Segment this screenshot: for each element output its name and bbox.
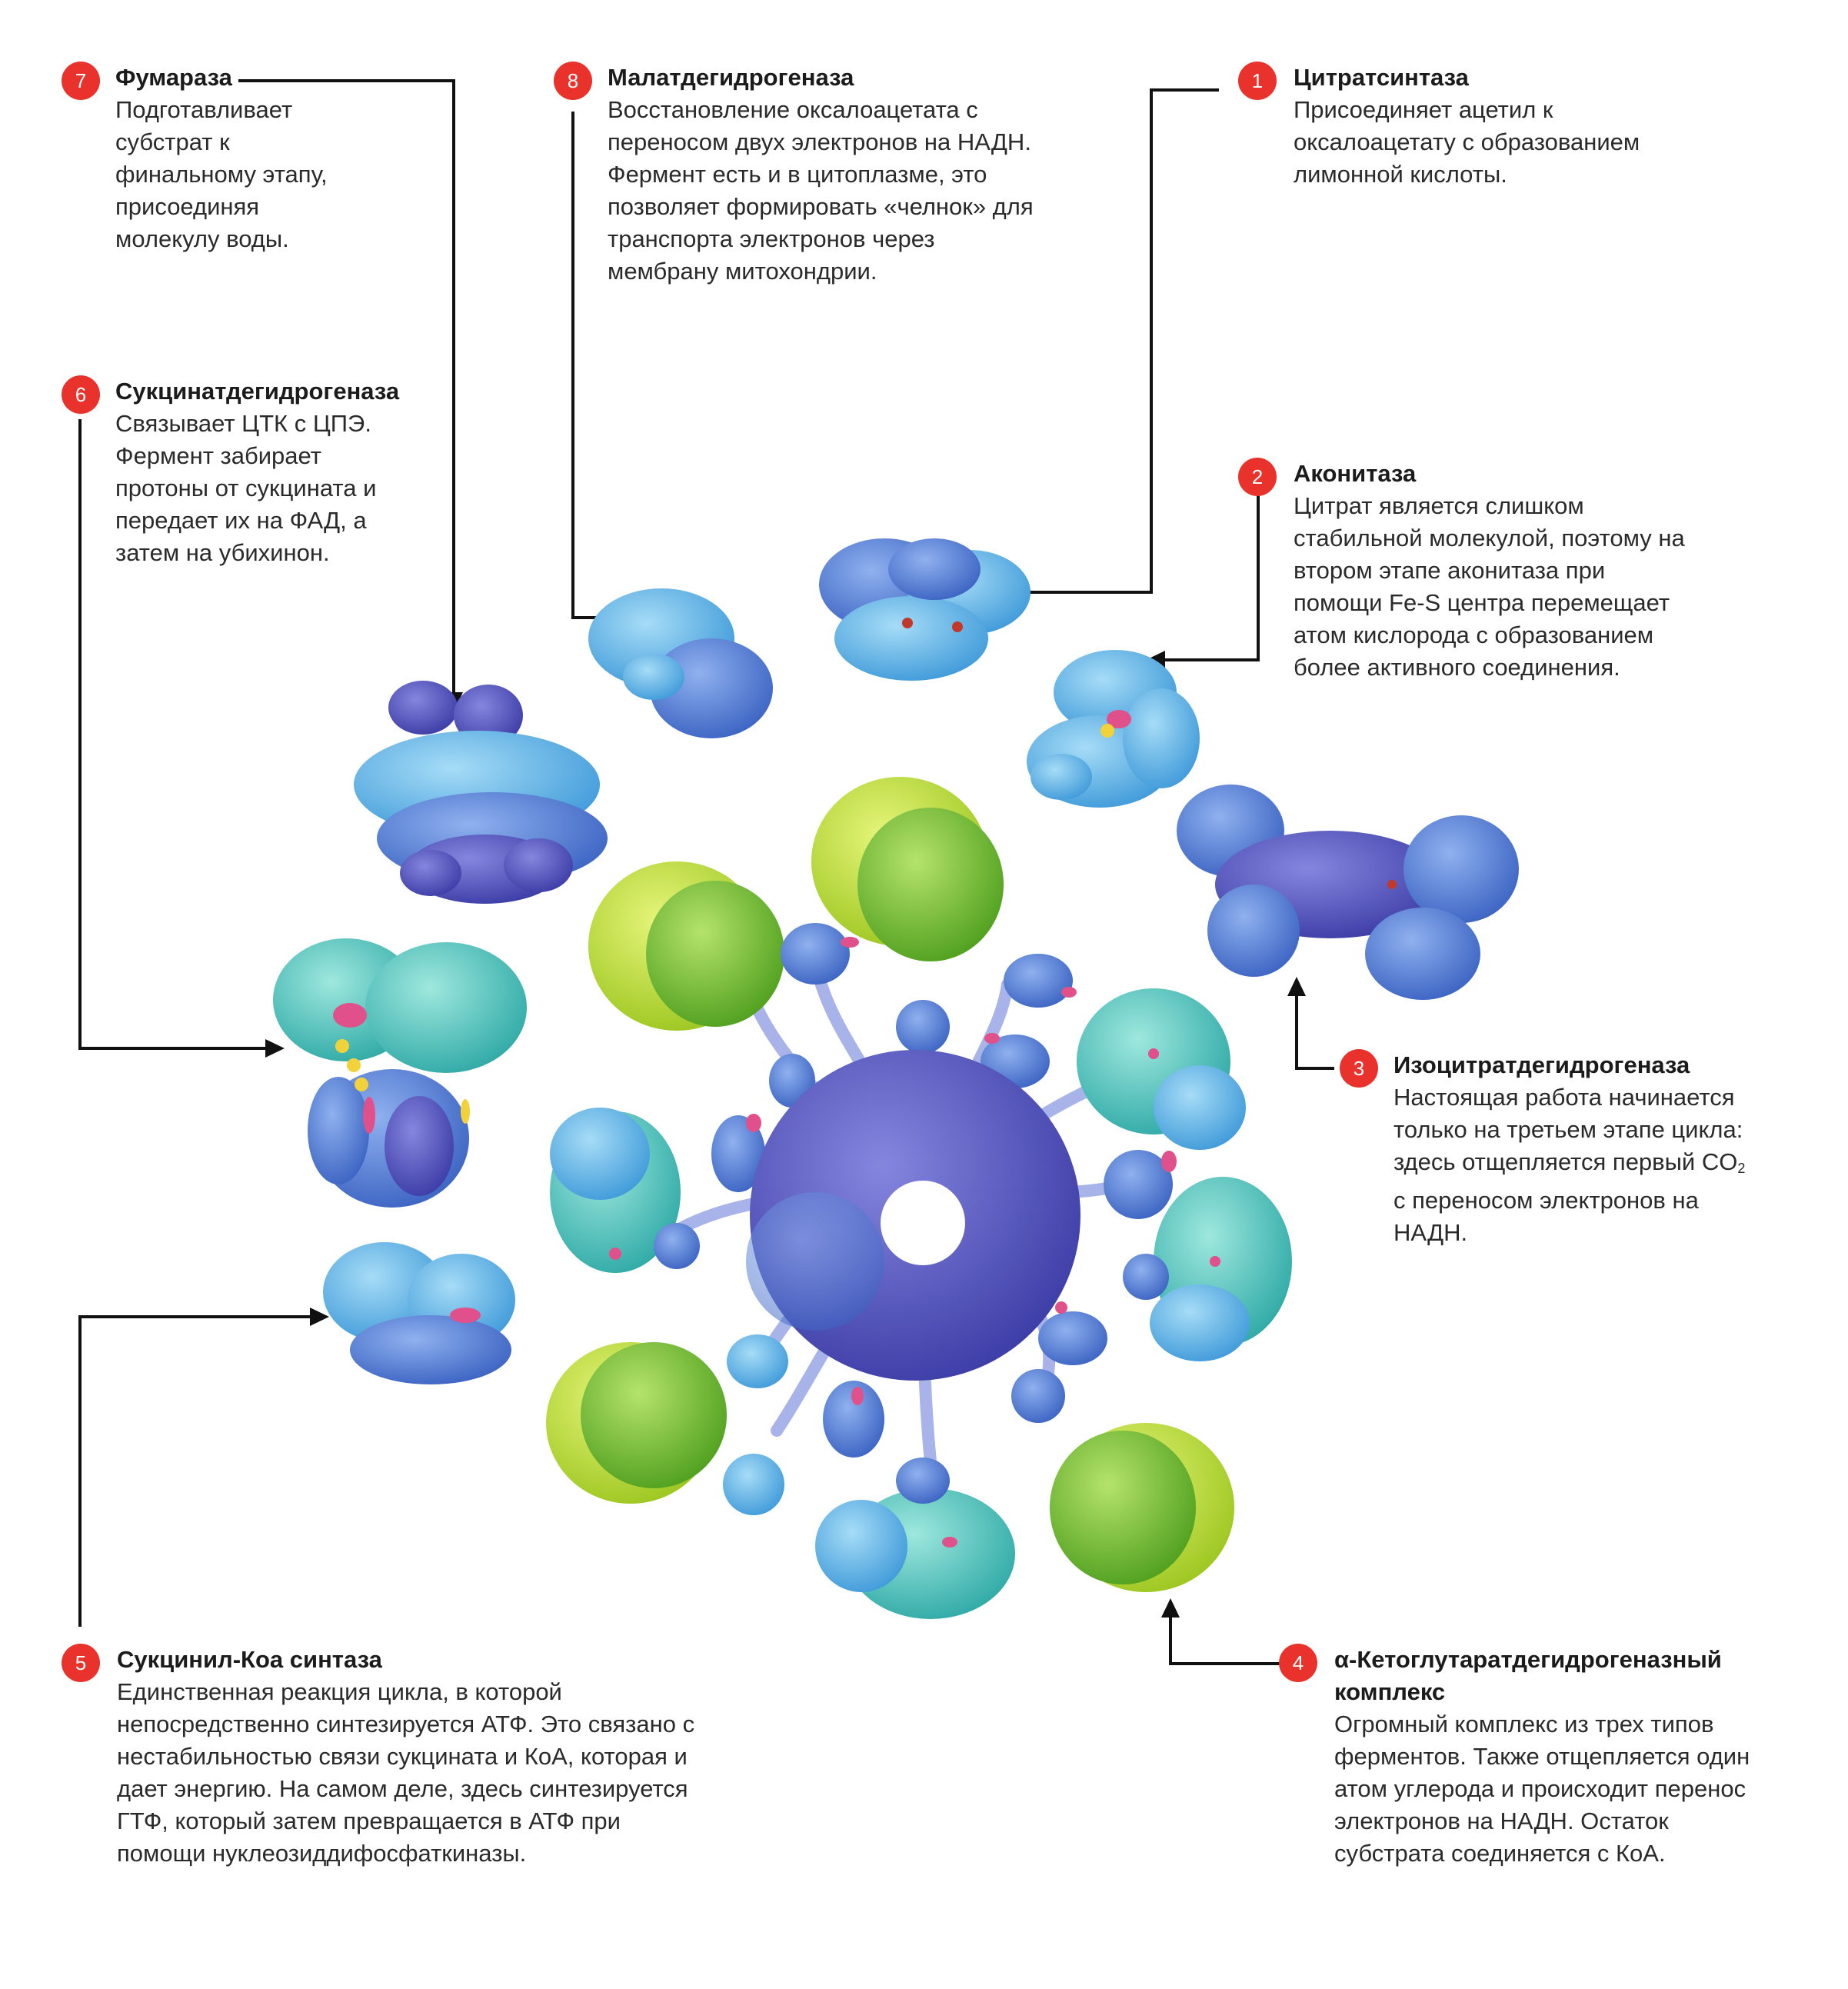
succinate-dehydrogenase-title: Сукцинатдегидрогеназа [115, 378, 400, 405]
akgdh-line-5: субстрата соединяется с КоА. [1334, 1840, 1666, 1867]
leader-line-7 [238, 79, 455, 696]
fumarase-line-4: присоединяя [115, 193, 260, 220]
leader-line-3 [1295, 992, 1334, 1070]
malate-dehydrogenase-line-4: позволяет формировать «челнок» для [608, 193, 1034, 220]
isocitrate-dehydrogenase-line-2: только на третьем этапе цикла: [1393, 1116, 1743, 1143]
malate-dehydrogenase-structure [588, 588, 773, 738]
citrate-synthase-line-1: Присоединяет ацетил к [1294, 96, 1553, 123]
succinyl-coa-synthase-annotation: Сукцинил-Коа синтаза Единственная реакци… [117, 1644, 748, 1870]
isocitrate-dehydrogenase-title: Изоцитратдегидрогеназа [1393, 1051, 1690, 1078]
aconitase-line-2: стабильной молекулой, поэтому на [1294, 525, 1685, 551]
succinyl-coa-synthase-line-2: непосредственно синтезируется АТФ. Это с… [117, 1711, 695, 1737]
fumarase-structure [354, 681, 608, 904]
leader-lines [78, 79, 1334, 1665]
step-badge-4: 4 [1279, 1644, 1317, 1682]
aconitase-title: Аконитаза [1294, 460, 1417, 487]
step-badge-1: 1 [1238, 62, 1277, 100]
akgdh-line-1: Огромный комплекс из трех типов [1334, 1711, 1714, 1737]
e3-clusters [550, 988, 1292, 1619]
isocitrate-dehydrogenase-structure [1177, 785, 1519, 1000]
fumarase-annotation: Фумараза Подготавливает субстрат к финал… [115, 62, 346, 255]
malate-dehydrogenase-title: Малатдегидрогеназа [608, 64, 854, 91]
fumarase-line-2: субстрат к [115, 128, 230, 155]
aconitase-structure [1027, 650, 1200, 808]
fumarase-title: Фумараза [115, 64, 232, 91]
isocitrate-dehydrogenase-line-5: НАДН. [1393, 1219, 1468, 1246]
succinyl-coa-synthase-structure [323, 1242, 515, 1384]
aconitase-line-5: атом кислорода с образованием [1294, 621, 1654, 648]
succinyl-coa-synthase-line-4: дает энергию. На самом деле, здесь синте… [117, 1775, 688, 1802]
malate-dehydrogenase-line-6: мембрану митохондрии. [608, 258, 877, 285]
akgdh-title-line-2: комплекс [1334, 1678, 1446, 1705]
step-badge-3: 3 [1340, 1049, 1378, 1088]
leader-line-6 [78, 419, 269, 1050]
complex-ligands [609, 937, 1220, 1548]
akgdh-line-4: электронов на НАДН. Остаток [1334, 1807, 1669, 1834]
succinyl-coa-synthase-line-6: помощи нуклеозиддифосфаткиназы. [117, 1840, 527, 1867]
fumarase-line-3: финальному этапу, [115, 161, 328, 188]
akgdh-complex-structure [546, 777, 1292, 1619]
fumarase-line-1: Подготавливает [115, 96, 293, 123]
step-badge-6: 6 [62, 375, 100, 414]
step-badge-2: 2 [1238, 458, 1277, 496]
e1-clusters [546, 777, 1234, 1592]
citrate-synthase-structure [819, 538, 1031, 681]
isocitrate-dehydrogenase-line-3-text: здесь отщепляется первый CO [1393, 1148, 1738, 1175]
isocitrate-dehydrogenase-annotation: Изоцитратдегидрогеназа Настоящая работа … [1393, 1049, 1824, 1249]
e2-core [746, 1050, 1080, 1381]
malate-dehydrogenase-annotation: Малатдегидрогеназа Восстановление оксало… [608, 62, 1084, 288]
succinyl-coa-synthase-title: Сукцинил-Коа синтаза [117, 1646, 382, 1673]
step-badge-5: 5 [62, 1644, 100, 1682]
aconitase-line-1: Цитрат является слишком [1294, 492, 1584, 519]
malate-dehydrogenase-line-1: Восстановление оксалоацетата с [608, 96, 978, 123]
succinate-dehydrogenase-line-5: затем на убихинон. [115, 539, 330, 566]
aconitase-line-6: более активного соединения. [1294, 654, 1620, 681]
succinyl-coa-synthase-line-3: нестабильностью связи сукцината и КоА, к… [117, 1743, 688, 1770]
citrate-synthase-title: Цитратсинтаза [1294, 64, 1469, 91]
succinate-dehydrogenase-line-2: Фермент забирает [115, 442, 321, 469]
leader-line-5 [78, 1315, 314, 1627]
succinate-dehydrogenase-line-3: протоны от сукцината и [115, 475, 377, 501]
succinate-dehydrogenase-annotation: Сукцинатдегидрогеназа Связывает ЦТК с ЦП… [115, 375, 446, 569]
step-badge-7: 7 [62, 62, 100, 100]
succinyl-coa-synthase-line-5: ГТФ, который затем превращается в АТФ пр… [117, 1807, 621, 1834]
leader-line-1 [984, 88, 1219, 594]
akgdh-title: α-Кетоглутаратдегидрогеназный [1334, 1646, 1722, 1673]
isocitrate-dehydrogenase-line-1: Настоящая работа начинается [1393, 1084, 1735, 1111]
leader-line-4 [1169, 1614, 1280, 1665]
isocitrate-dehydrogenase-line-4: с переносом электронов на [1393, 1187, 1699, 1214]
citrate-synthase-annotation: Цитратсинтаза Присоединяет ацетил к окса… [1294, 62, 1724, 191]
malate-dehydrogenase-line-5: транспорта электронов через [608, 225, 935, 252]
step-badge-8: 8 [554, 62, 592, 100]
succinate-dehydrogenase-line-1: Связывает ЦТК с ЦПЭ. [115, 410, 371, 437]
aconitase-line-3: втором этапе аконитаза при [1294, 557, 1606, 584]
aconitase-annotation: Аконитаза Цитрат является слишком стабил… [1294, 458, 1755, 684]
malate-dehydrogenase-line-2: переносом двух электронов на НАДН. [608, 128, 1031, 155]
leader-line-2 [1161, 494, 1260, 661]
co2-subscript: 2 [1737, 1161, 1746, 1176]
succinate-dehydrogenase-structure [273, 938, 527, 1208]
succinate-dehydrogenase-line-4: передает их на ФАД, а [115, 507, 367, 534]
citrate-synthase-line-3: лимонной кислоты. [1294, 161, 1507, 188]
akgdh-line-3: атом углерода и происходит перенос [1334, 1775, 1746, 1802]
succinyl-coa-synthase-line-1: Единственная реакция цикла, в которой [117, 1678, 562, 1705]
fumarase-line-5: молекулу воды. [115, 225, 289, 252]
akgdh-line-2: ферментов. Также отщепляется один [1334, 1743, 1750, 1770]
aconitase-line-4: помощи Fe-S центра перемещает [1294, 589, 1670, 616]
citrate-synthase-line-2: оксалоацетату с образованием [1294, 128, 1640, 155]
isocitrate-dehydrogenase-line-3: здесь отщепляется первый CO2 [1393, 1146, 1824, 1184]
akgdh-annotation: α-Кетоглутаратдегидрогеназный комплекс О… [1334, 1644, 1826, 1870]
malate-dehydrogenase-line-3: Фермент есть и в цитоплазме, это [608, 161, 987, 188]
